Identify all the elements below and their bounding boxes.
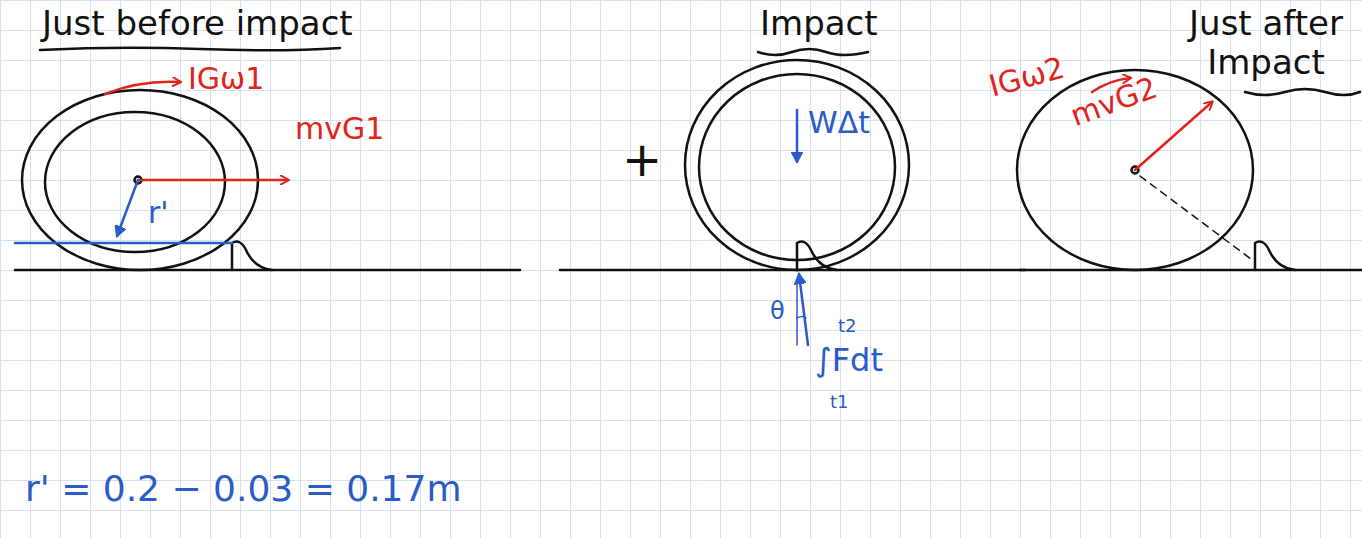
plus-sign: +: [622, 132, 662, 187]
angle-label: θ: [770, 298, 785, 326]
underline: [758, 49, 868, 55]
step-bump: [232, 242, 272, 270]
ground: [1020, 269, 1362, 272]
impulse-arrow: [799, 274, 808, 345]
limit-label: t1: [830, 392, 849, 413]
angle-arc: [797, 317, 806, 319]
limit-label: t2: [838, 316, 857, 337]
heading: Impact: [760, 4, 878, 43]
wheel-outer: [685, 60, 909, 270]
radius-arrow: [117, 180, 138, 236]
dashed-line: [1140, 176, 1255, 262]
wheel-outer: [1017, 70, 1253, 270]
wheel-inner: [45, 112, 225, 252]
height-line: [15, 242, 232, 245]
force-label: WΔt: [808, 106, 870, 141]
underline: [40, 48, 340, 51]
momentum-arrow: [1135, 102, 1212, 170]
wheel-inner: [699, 74, 895, 260]
underline: [1245, 89, 1360, 95]
vertical-line: [796, 280, 798, 345]
impulse-label: ∫Fdt: [815, 342, 883, 379]
momentum-label: mvG1: [295, 112, 384, 147]
dimension-label: r': [148, 196, 169, 231]
heading: Just after Impact: [1176, 4, 1356, 82]
heading: Just before impact: [42, 4, 353, 43]
equation: r' = 0.2 − 0.03 = 0.17m: [25, 468, 461, 509]
step-bump: [1255, 242, 1295, 270]
momentum-arrow: [138, 179, 288, 182]
momentum-label: IGω1: [188, 62, 264, 97]
weight-arrow: [796, 110, 799, 162]
angular-momentum-arrow: [105, 82, 180, 94]
